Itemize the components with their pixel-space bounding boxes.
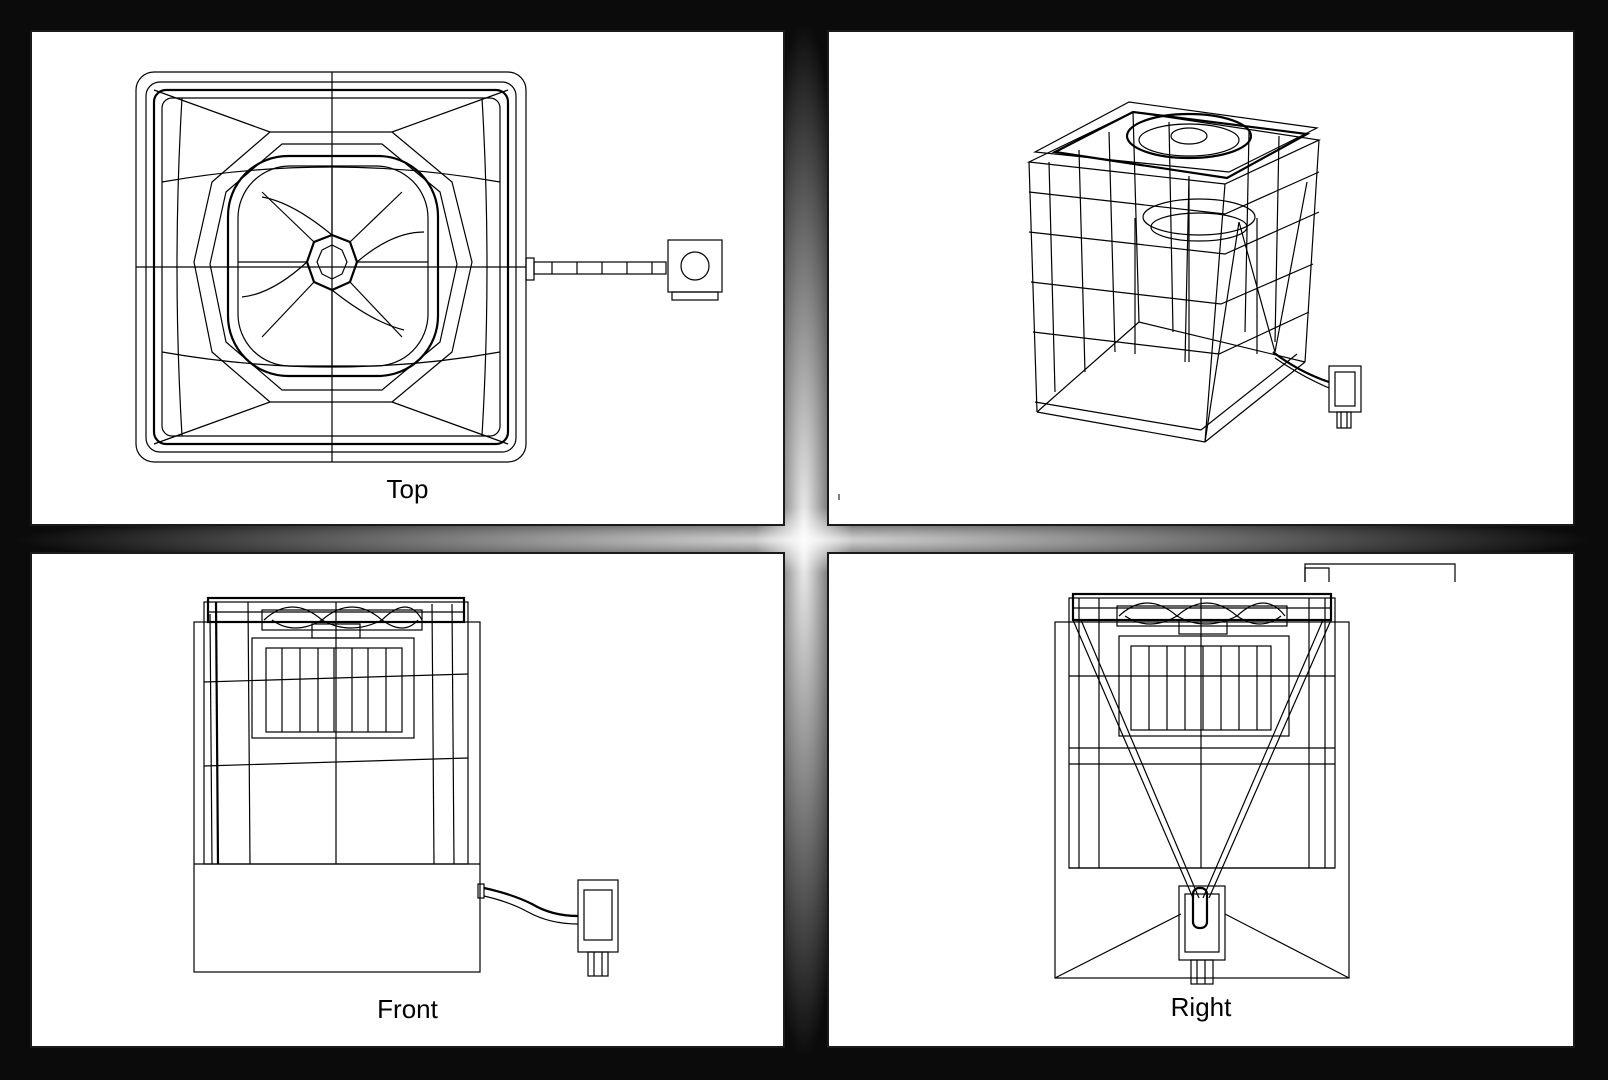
viewport-front[interactable]: Front — [30, 552, 785, 1048]
front-view-wireframe — [193, 596, 619, 977]
viewport-label-front: Front — [377, 994, 438, 1024]
viewport-label-top: Top — [386, 474, 429, 504]
viewport-label-right: Right — [1170, 992, 1232, 1022]
viewport-top[interactable]: Top — [30, 30, 785, 526]
viewport-perspective[interactable] — [827, 30, 1575, 526]
perspective-view-wireframe — [838, 101, 1362, 500]
right-view-wireframe — [1054, 563, 1456, 985]
top-view-wireframe — [135, 71, 723, 463]
viewport-right[interactable]: Right — [827, 552, 1575, 1048]
